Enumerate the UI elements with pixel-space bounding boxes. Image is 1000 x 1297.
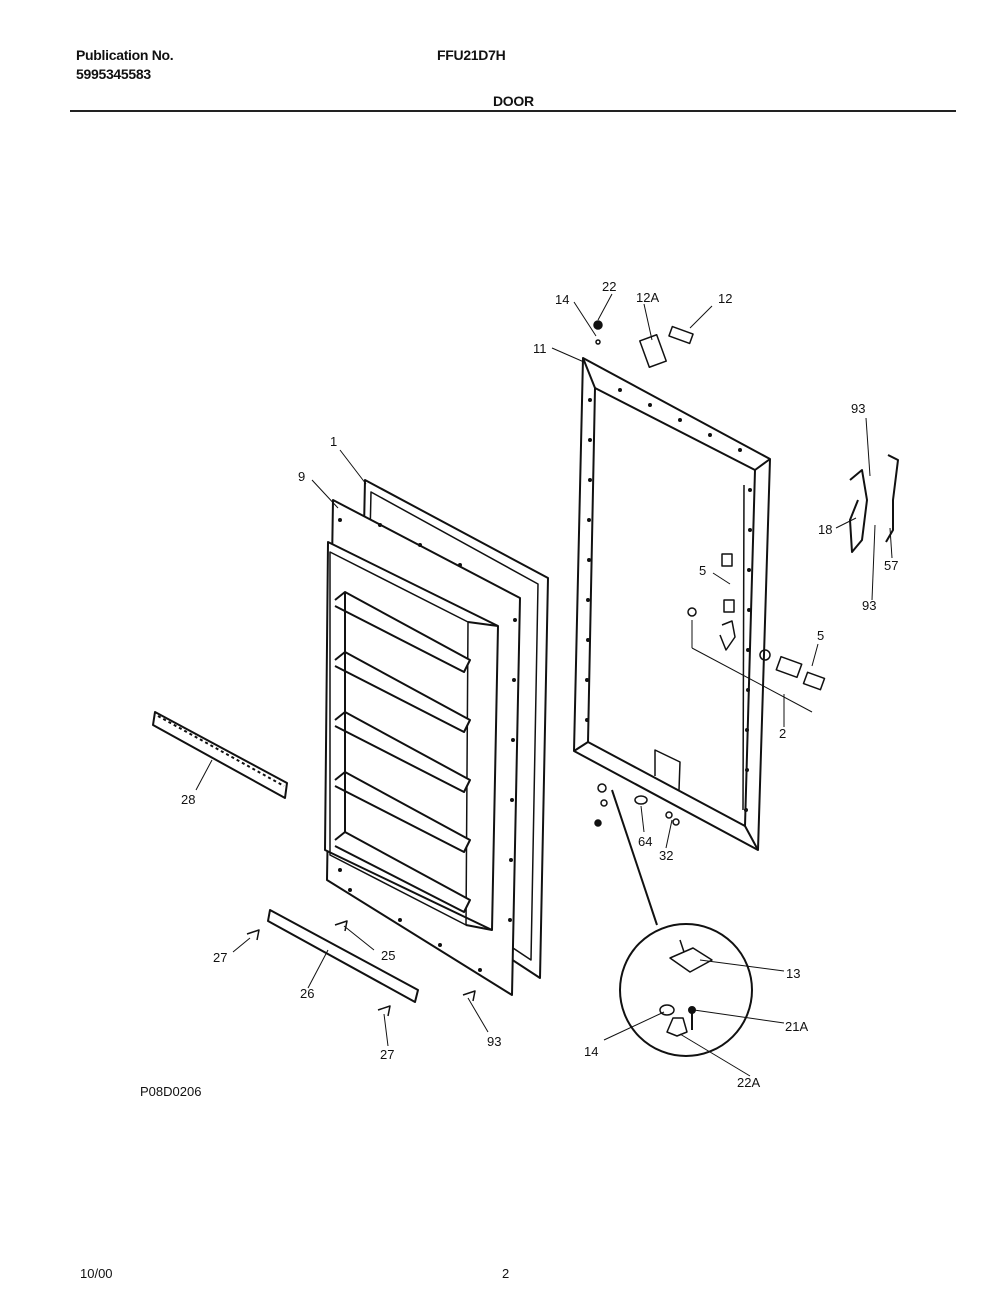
callout-13: 13 bbox=[786, 966, 800, 981]
callout-32: 32 bbox=[659, 848, 673, 863]
fastener-holes bbox=[338, 388, 752, 972]
drawing-code: P08D0206 bbox=[140, 1084, 202, 1099]
bottom-trim-26 bbox=[267, 909, 419, 1003]
door-liner bbox=[324, 479, 549, 996]
callout-18: 18 bbox=[818, 522, 832, 537]
callout-5-right: 5 bbox=[817, 628, 824, 643]
callout-14-bottom: 14 bbox=[584, 1044, 598, 1059]
callout-93-mid: 93 bbox=[862, 598, 876, 613]
callout-5-left: 5 bbox=[699, 563, 706, 578]
header-rule bbox=[70, 110, 956, 112]
callout-22: 22 bbox=[602, 279, 616, 294]
outer-door-panel bbox=[573, 357, 771, 851]
hinge-detail-circle bbox=[611, 789, 753, 1057]
leader-lines bbox=[195, 293, 893, 1077]
callout-labels: 14 22 12A 12 11 1 9 93 18 57 93 5 5 2 28… bbox=[181, 279, 898, 1090]
callout-93-bottom: 93 bbox=[487, 1034, 501, 1049]
callout-14-top: 14 bbox=[555, 292, 569, 307]
callout-12A: 12A bbox=[636, 290, 659, 305]
section-title: DOOR bbox=[493, 93, 534, 109]
callout-21A: 21A bbox=[785, 1019, 808, 1034]
shelf-rail-28 bbox=[152, 711, 288, 799]
callout-25: 25 bbox=[381, 948, 395, 963]
publication-number: 5995345583 bbox=[76, 66, 151, 82]
hinge-hardware bbox=[246, 320, 826, 1017]
model-number: FFU21D7H bbox=[437, 47, 506, 63]
callout-28: 28 bbox=[181, 792, 195, 807]
callout-12: 12 bbox=[718, 291, 732, 306]
callout-27-left: 27 bbox=[213, 950, 227, 965]
callout-11: 11 bbox=[533, 341, 547, 356]
publication-date: 10/00 bbox=[80, 1266, 113, 1281]
callout-57: 57 bbox=[884, 558, 898, 573]
callout-27-bottom: 27 bbox=[380, 1047, 394, 1062]
callout-26: 26 bbox=[300, 986, 314, 1001]
callout-9: 9 bbox=[298, 469, 305, 484]
callout-64: 64 bbox=[638, 834, 652, 849]
callout-22A: 22A bbox=[737, 1075, 760, 1090]
callout-2: 2 bbox=[779, 726, 786, 741]
publication-label: Publication No. bbox=[76, 47, 174, 63]
callout-1: 1 bbox=[330, 434, 337, 449]
callout-93-top: 93 bbox=[851, 401, 865, 416]
page-number: 2 bbox=[502, 1266, 510, 1281]
